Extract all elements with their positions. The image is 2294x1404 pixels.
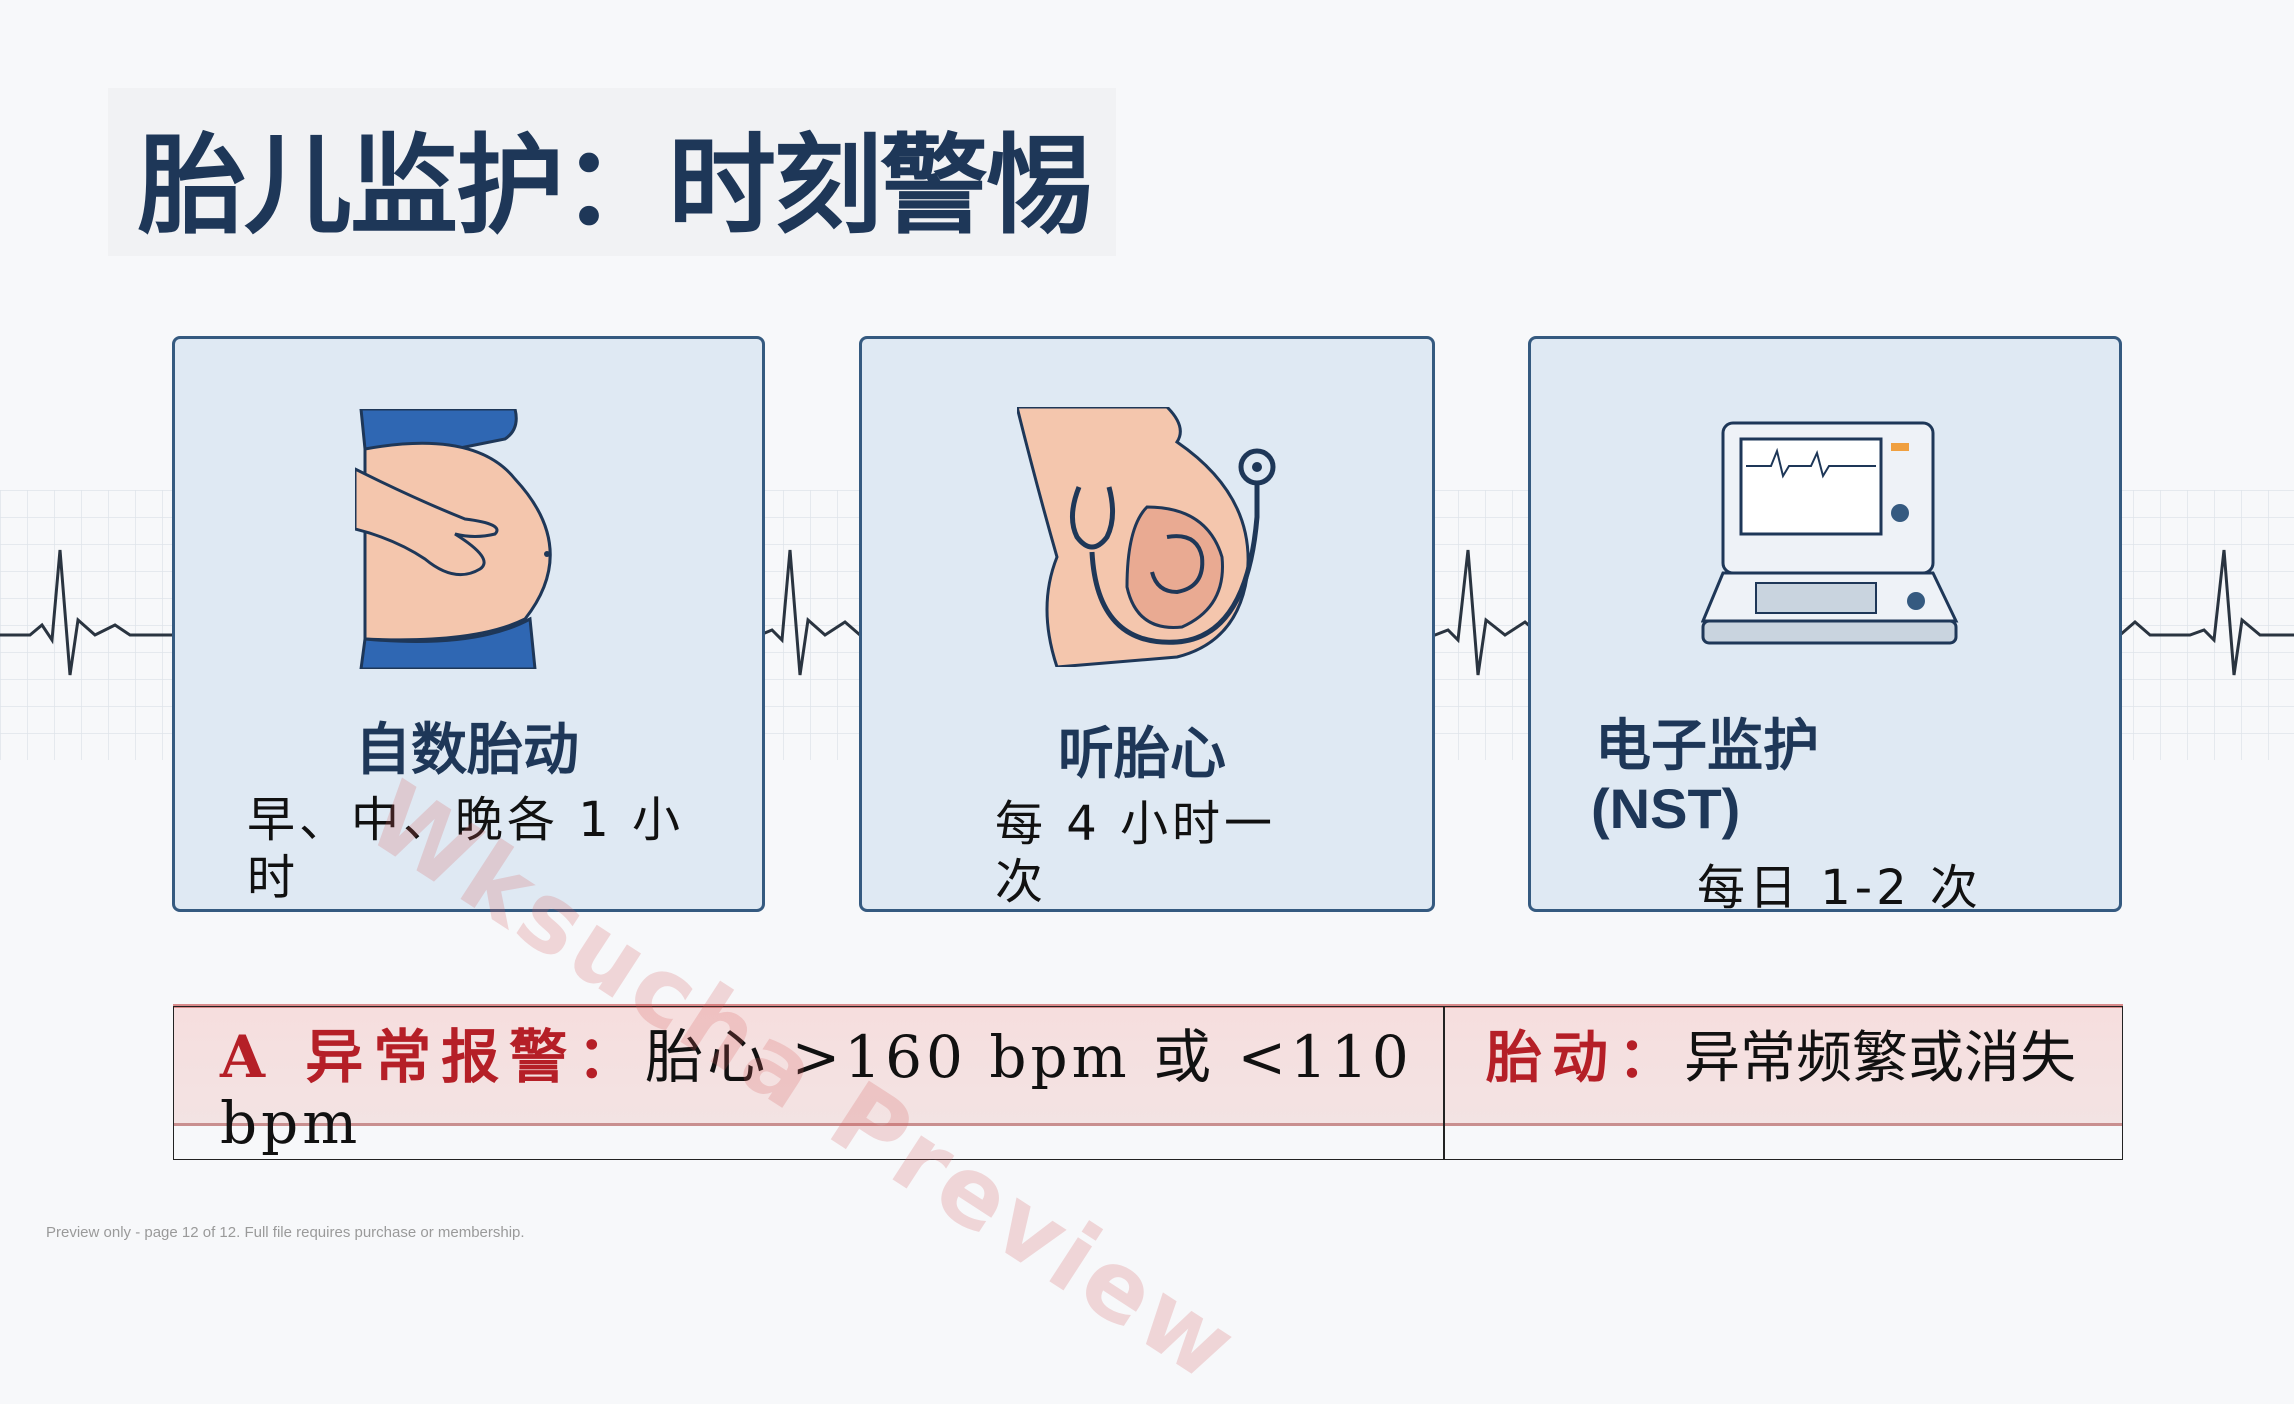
card-text: 每日 1-2 次	[1697, 860, 1982, 916]
footer-note: Preview only - page 12 of 12. Full file …	[46, 1224, 525, 1241]
card-fetal-heart: 听胎心 每 4 小时一次	[859, 336, 1435, 912]
alert-heart-rate: A 异常报警：胎心 >160 bpm 或 <110 bpm	[220, 1024, 1420, 1156]
card-heading-sub: (NST)	[1591, 777, 1741, 840]
alert-divider	[1443, 1006, 1445, 1160]
page-title: 胎儿监护：时刻警惕	[138, 124, 1094, 249]
hand-on-belly-icon	[355, 409, 552, 669]
stethoscope-fetus-icon	[1017, 407, 1276, 667]
card-electronic-monitoring: 电子监护 (NST) 每日 1-2 次	[1528, 336, 2122, 916]
card-text: 每 4 小时一次	[995, 796, 1277, 910]
alert-band	[173, 1004, 2123, 1126]
card-fetal-movement: 自数胎动 早、中、晚各 1 小时	[172, 336, 765, 912]
alert-fetal-movement: 胎动：异常频繁或消失	[1486, 1026, 2076, 1092]
card-heading: 电子监护	[1595, 714, 1819, 779]
fetal-monitor-icon	[1701, 421, 1959, 645]
alert-table	[173, 1006, 2123, 1160]
card-heading: 听胎心	[1058, 722, 1226, 787]
card-heading: 自数胎动	[355, 718, 579, 783]
alert-label: A 异常报警：	[220, 1023, 646, 1091]
alert-text: 胎心 >160 bpm 或 <110 bpm	[220, 1023, 1413, 1157]
card-text: 早、中、晚各 1 小时	[247, 792, 685, 906]
alert-label: 胎动：	[1486, 1026, 1684, 1091]
alert-text: 异常频繁或消失	[1684, 1026, 2076, 1091]
title-band	[108, 88, 1116, 256]
